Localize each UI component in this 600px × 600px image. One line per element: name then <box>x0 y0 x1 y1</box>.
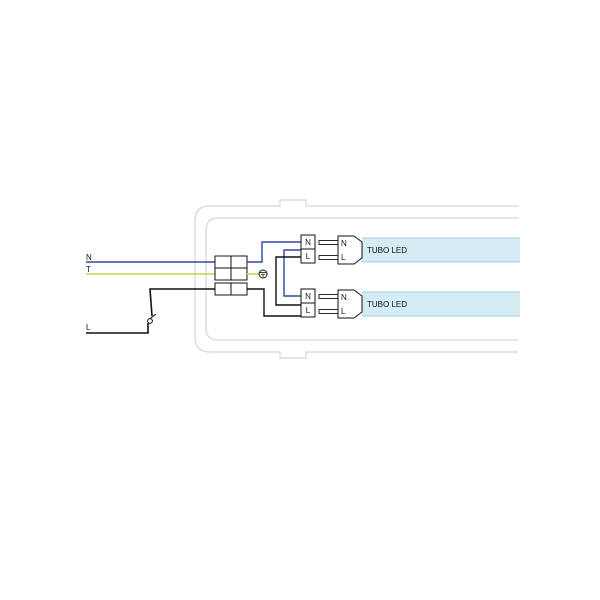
line-wire-incoming <box>86 323 149 334</box>
tube-endcap-bottom <box>337 289 363 319</box>
earth-label: T <box>86 265 91 274</box>
tube-top-l-label: L <box>341 253 346 262</box>
terminal-bottom <box>300 288 316 318</box>
tube-bottom-n-label: N <box>341 293 347 302</box>
tube-top-label: TUBO LED <box>367 246 407 255</box>
line-wire-switched <box>149 288 215 317</box>
switch-symbol <box>147 313 157 324</box>
tube-endcap-top <box>337 235 363 265</box>
terminal-top-n-label: N <box>305 238 311 247</box>
neutral-wire-to-bottom <box>283 249 301 297</box>
luminaire-housing <box>194 199 518 359</box>
line-label: L <box>86 323 91 332</box>
terminal-bottom-l-label: L <box>306 306 311 315</box>
tube-top-n-label: N <box>341 239 347 248</box>
tube-pins-top <box>318 240 339 260</box>
tube-bottom-label: TUBO LED <box>367 300 407 309</box>
line-wire-to-bottom <box>247 288 301 317</box>
neutral-label: N <box>86 253 92 262</box>
led-tube-top <box>362 237 520 263</box>
earth-icon <box>258 269 268 279</box>
tube-pins-bottom <box>318 294 339 314</box>
terminal-top <box>300 234 316 264</box>
line-wire-to-top <box>275 256 301 306</box>
tube-bottom-l-label: L <box>341 307 346 316</box>
terminal-block <box>214 255 248 296</box>
terminal-top-l-label: L <box>306 252 311 261</box>
led-tube-bottom <box>362 291 520 317</box>
neutral-wire-to-top <box>247 241 301 263</box>
terminal-bottom-n-label: N <box>305 292 311 301</box>
